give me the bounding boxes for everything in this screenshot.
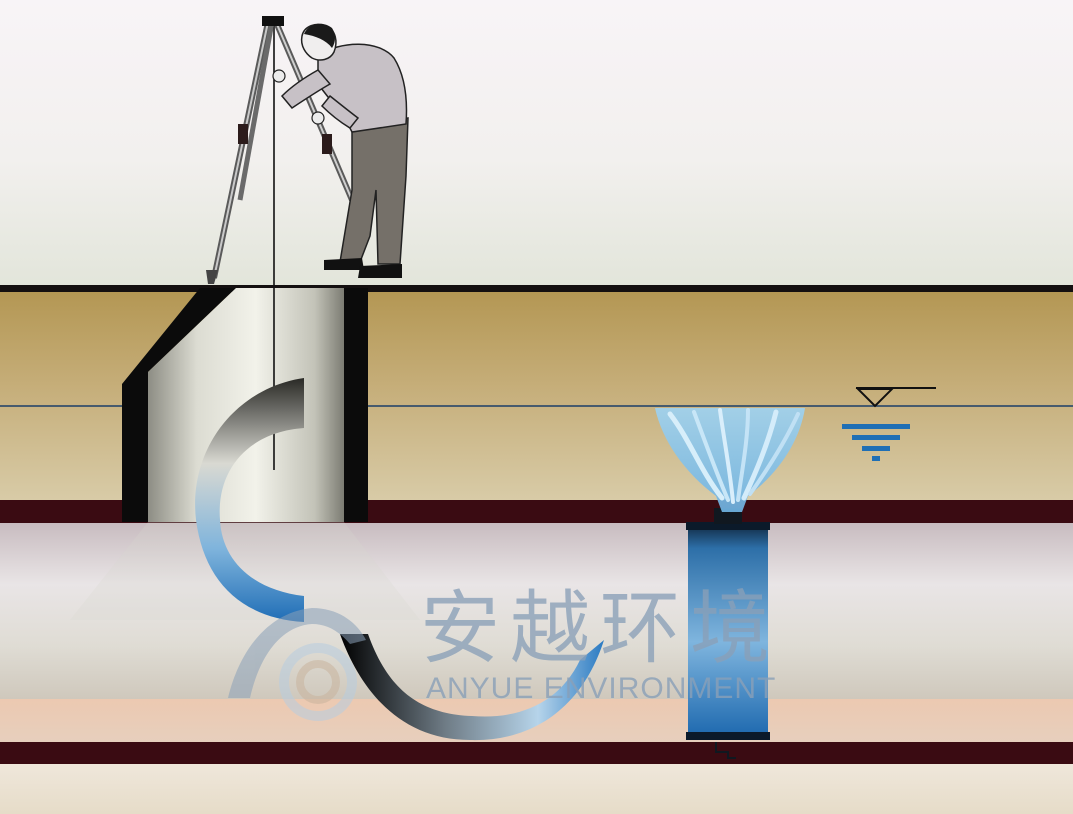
pipe-interior xyxy=(0,523,1073,699)
pipe-seal-plug xyxy=(686,508,770,759)
sky-background xyxy=(0,0,1073,288)
surveyor-figure xyxy=(272,23,409,278)
water-level-symbol xyxy=(842,387,936,461)
camera-cable xyxy=(195,378,604,741)
watermark-chinese-text: 安越环境 xyxy=(420,582,780,675)
base-ground xyxy=(0,764,1073,814)
tripod xyxy=(206,16,355,284)
watermark-english-text: ANYUE ENVIRONMENT xyxy=(426,672,776,705)
manhole-shaft xyxy=(70,288,420,620)
pipe-bottom-wall xyxy=(0,742,1073,764)
watermark-logo xyxy=(228,608,366,721)
ground-surface-line xyxy=(0,285,1073,292)
water-spray xyxy=(655,408,805,512)
